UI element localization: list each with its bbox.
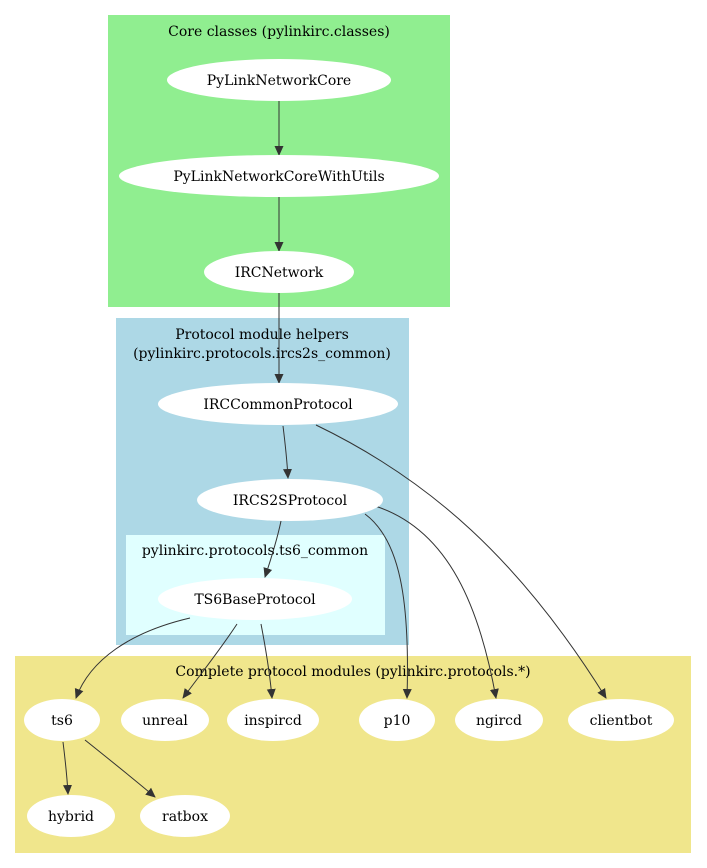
- node-ircs2sprotocol-label: IRCS2SProtocol: [233, 493, 348, 509]
- node-clientbot-label: clientbot: [590, 713, 653, 729]
- cluster-core-classes-label: Core classes (pylinkirc.classes): [168, 24, 390, 40]
- node-ircnetwork: IRCNetwork: [204, 251, 354, 293]
- node-ts6baseprotocol-label: TS6BaseProtocol: [194, 592, 316, 608]
- node-hybrid: hybrid: [27, 795, 115, 837]
- node-unreal: unreal: [121, 699, 209, 741]
- node-irccommonprotocol-shape: [158, 383, 398, 425]
- node-irccommonprotocol-label: IRCCommonProtocol: [203, 397, 353, 413]
- node-ircnetwork-shape: [204, 251, 354, 293]
- node-ts6: ts6: [24, 699, 100, 741]
- edge-irccommonprotocol-to-clientbot: [315, 424, 607, 699]
- node-ts6baseprotocol-shape: [158, 578, 352, 620]
- node-ngircd-label: ngircd: [476, 713, 522, 729]
- node-ts6baseprotocol: TS6BaseProtocol: [158, 578, 352, 620]
- node-pylinknetworkcore-label: PyLinkNetworkCore: [207, 73, 351, 89]
- edge-ircs2sprotocol-to-ngircd: [374, 505, 499, 699]
- cluster-ts6-common-label: pylinkirc.protocols.ts6_common: [142, 543, 368, 559]
- node-irccommonprotocol: IRCCommonProtocol: [158, 383, 398, 425]
- node-pylinknetworkcorewithutils: PyLinkNetworkCoreWithUtils: [119, 155, 439, 197]
- node-clientbot: clientbot: [568, 699, 674, 741]
- edge-ts6baseprotocol-to-ts6: [74, 617, 191, 699]
- node-pylinknetworkcore: PyLinkNetworkCore: [167, 59, 391, 101]
- node-inspircd: inspircd: [227, 699, 319, 741]
- edge-ts6baseprotocol-to-unreal: [182, 623, 238, 699]
- cluster-protocol-modules-label: Complete protocol modules (pylinkirc.pro…: [175, 664, 530, 680]
- node-p10: p10: [359, 699, 435, 741]
- node-unreal-shape: [121, 699, 209, 741]
- edge-ts6-to-ratbox: [84, 739, 156, 798]
- node-ngircd: ngircd: [455, 699, 543, 741]
- node-clientbot-shape: [568, 699, 674, 741]
- node-ratbox-label: ratbox: [162, 809, 208, 825]
- node-p10-label: p10: [384, 713, 411, 729]
- node-hybrid-label: hybrid: [48, 809, 94, 825]
- node-ircs2sprotocol-shape: [197, 479, 383, 521]
- node-ts6-shape: [24, 699, 100, 741]
- edge-ts6-to-hybrid: [62, 741, 72, 795]
- cluster-protocol-modules: Complete protocol modules (pylinkirc.pro…: [15, 656, 691, 853]
- cluster-protocol-modules-box: [15, 656, 691, 853]
- node-ircs2sprotocol: IRCS2SProtocol: [197, 479, 383, 521]
- node-ircnetwork-label: IRCNetwork: [235, 265, 324, 281]
- node-ts6-label: ts6: [51, 713, 73, 729]
- edge-ts6baseprotocol-to-inspircd: [260, 623, 276, 699]
- cluster-protocol-helpers-label-line1: Protocol module helpers: [175, 327, 349, 343]
- node-pylinknetworkcorewithutils-shape: [119, 155, 439, 197]
- edge-ircs2sprotocol-to-p10: [364, 513, 412, 699]
- node-p10-shape: [359, 699, 435, 741]
- edges: [62, 100, 607, 798]
- node-unreal-label: unreal: [142, 713, 188, 729]
- node-pylinknetworkcorewithutils-label: PyLinkNetworkCoreWithUtils: [173, 169, 384, 185]
- node-inspircd-label: inspircd: [244, 713, 302, 729]
- node-pylinknetworkcore-shape: [167, 59, 391, 101]
- node-inspircd-shape: [227, 699, 319, 741]
- node-ratbox-shape: [140, 795, 230, 837]
- edge-irccommonprotocol-to-ircs2sprotocol: [282, 425, 292, 479]
- node-ratbox: ratbox: [140, 795, 230, 837]
- node-hybrid-shape: [27, 795, 115, 837]
- node-ngircd-shape: [455, 699, 543, 741]
- cluster-protocol-helpers-label-line2: (pylinkirc.protocols.ircs2s_common): [133, 346, 391, 362]
- edge-ircs2sprotocol-to-ts6baseprotocol: [263, 520, 282, 578]
